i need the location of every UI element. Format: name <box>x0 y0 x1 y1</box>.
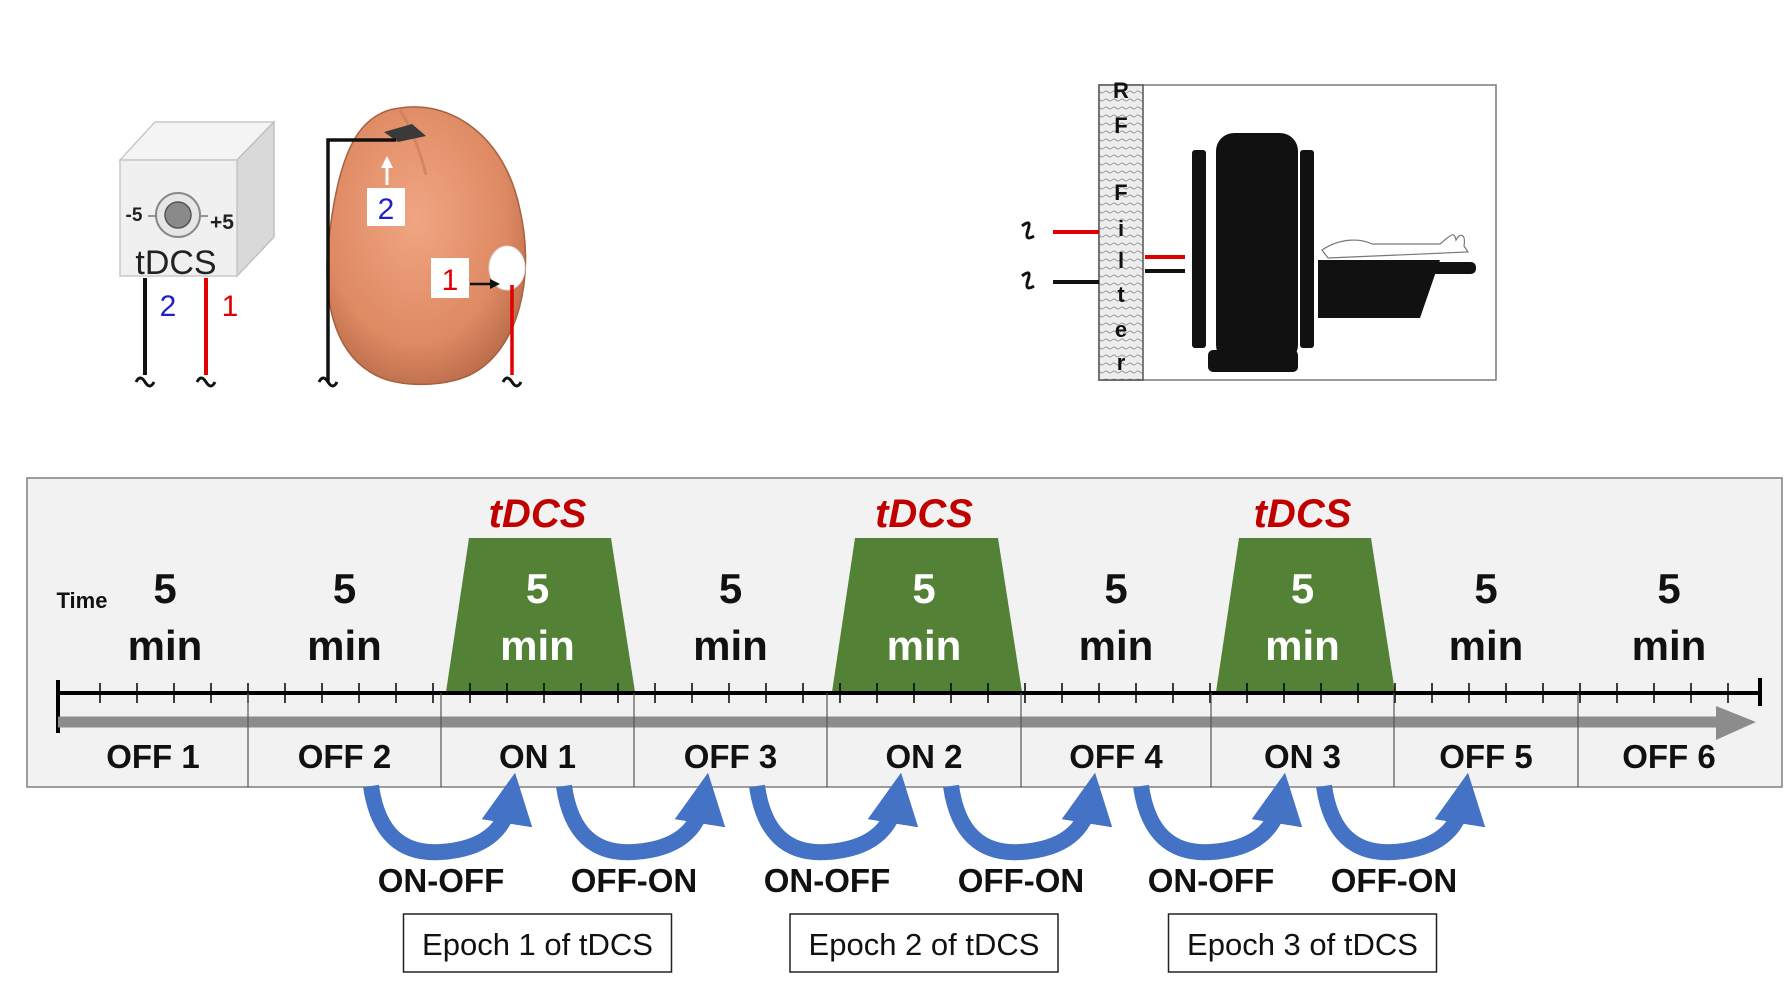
transition-arrows <box>363 772 1486 861</box>
lead-2-label: 2 <box>160 290 177 323</box>
transition-label: ON-OFF <box>764 862 890 899</box>
epoch-box <box>402 913 673 973</box>
epoch-box <box>1167 913 1438 973</box>
head-marker-2: 2 <box>378 193 395 226</box>
epoch-label: Epoch 2 of tDCS <box>809 927 1040 962</box>
dial-minus-label: -5 <box>126 205 143 226</box>
scanner-bore-front <box>1192 150 1206 348</box>
block-label: OFF 6 <box>1622 738 1716 775</box>
block-label: OFF 4 <box>1069 738 1163 775</box>
block-label: OFF 1 <box>106 738 200 775</box>
electrode-2 <box>384 124 426 142</box>
tdcs-bump-label: tDCS <box>489 492 587 536</box>
duration-unit: min <box>307 622 382 669</box>
patient-table <box>1318 260 1440 318</box>
duration-value: 5 <box>333 565 356 612</box>
rf-filter-letter: r <box>1117 350 1126 375</box>
block-label: ON 2 <box>885 738 962 775</box>
duration-value: 5 <box>153 565 176 612</box>
transition-arrow <box>1316 772 1486 861</box>
rf-filter-letter: R <box>1113 78 1129 103</box>
lead-1-label: 1 <box>222 290 239 323</box>
head-marker-1: 1 <box>442 264 459 297</box>
block-label: OFF 5 <box>1439 738 1533 775</box>
rf-filter-letter: t <box>1117 282 1125 307</box>
rf-filter-letter: e <box>1115 317 1127 342</box>
transition-arrow <box>943 772 1113 861</box>
rf-filter-letter: i <box>1118 216 1124 241</box>
block-label: ON 1 <box>499 738 576 775</box>
duration-value: 5 <box>719 565 742 612</box>
duration-unit: min <box>128 622 203 669</box>
block-label: OFF 3 <box>684 738 778 775</box>
duration-unit: min <box>1632 622 1707 669</box>
tdcs-on-bump <box>832 538 1022 692</box>
scanner-bore <box>1216 133 1298 363</box>
duration-unit: min <box>887 622 962 669</box>
duration-value: 5 <box>1104 565 1127 612</box>
duration-unit: min <box>500 622 575 669</box>
tdcs-bump-label: tDCS <box>875 492 973 536</box>
timeline-panel: tDCS tDCS tDCS Time 5 min 5 min 5 min 5 min 5 min 5 m… <box>26 477 1783 788</box>
duration-unit: min <box>1265 622 1340 669</box>
transition-arrow <box>556 772 726 861</box>
rf-filter-letter: l <box>1118 248 1124 273</box>
duration-value: 5 <box>526 565 549 612</box>
transition-label: OFF-ON <box>958 862 1084 899</box>
transition-label: OFF-ON <box>571 862 697 899</box>
tdcs-device: -5 +5 tDCS <box>118 120 276 282</box>
duration-value: 5 <box>1657 565 1680 612</box>
block-label: OFF 2 <box>298 738 392 775</box>
transition-label: ON-OFF <box>378 862 504 899</box>
epoch-label: Epoch 1 of tDCS <box>422 927 653 962</box>
transition-arrow <box>1133 772 1303 861</box>
duration-value: 5 <box>1291 565 1314 612</box>
epoch-box <box>789 913 1059 973</box>
device-label: tDCS <box>135 244 216 282</box>
block-label: ON 3 <box>1264 738 1341 775</box>
rf-filter <box>1098 84 1144 381</box>
time-label: Time <box>57 588 108 613</box>
transition-arrow <box>749 772 919 861</box>
tdcs-on-bump <box>446 538 635 692</box>
electrode-1 <box>488 245 526 291</box>
duration-value: 5 <box>912 565 935 612</box>
tdcs-bump-label: tDCS <box>1254 492 1352 536</box>
rf-filter-letter: F <box>1114 180 1127 205</box>
duration-value: 5 <box>1474 565 1497 612</box>
transition-label: OFF-ON <box>1331 862 1457 899</box>
head-model: 2 1 <box>317 106 527 388</box>
patient-figure <box>1321 234 1470 259</box>
transition-arrow <box>363 772 533 861</box>
duration-unit: min <box>693 622 768 669</box>
rf-filter-letter: F <box>1114 113 1127 138</box>
epoch-label: Epoch 3 of tDCS <box>1187 927 1418 962</box>
tdcs-on-bump <box>1216 538 1395 692</box>
duration-unit: min <box>1079 622 1154 669</box>
device-leads: 2 1 <box>134 278 239 388</box>
transition-label: ON-OFF <box>1148 862 1274 899</box>
duration-unit: min <box>1449 622 1524 669</box>
dial-plus-label: +5 <box>210 211 234 234</box>
